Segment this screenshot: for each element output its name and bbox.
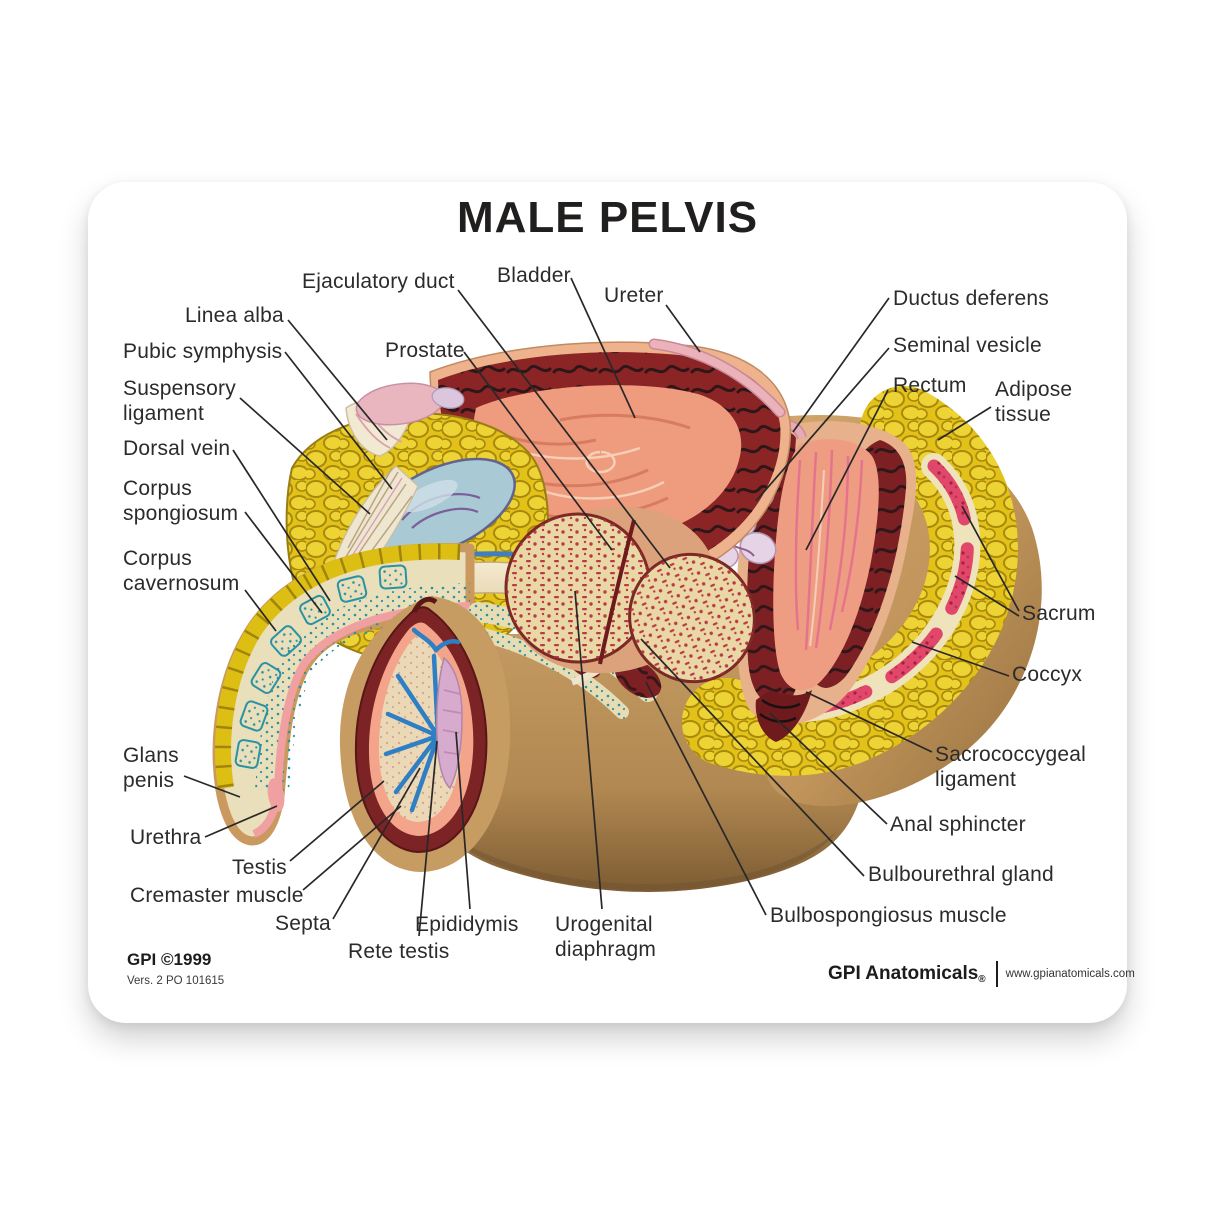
label-sacrum: Sacrum <box>1022 602 1096 625</box>
label-adipose-tissue: Adipose tissue <box>995 378 1073 426</box>
label-cremaster-muscle: Cremaster muscle <box>130 884 304 907</box>
leader-lines <box>183 277 1020 937</box>
model-rectum <box>736 421 917 742</box>
label-pubic-symphysis: Pubic symphysis <box>123 340 283 363</box>
model-testis <box>354 596 488 854</box>
label-rete-testis: Rete testis <box>348 940 450 963</box>
leader-ejaculatory-duct <box>457 289 671 569</box>
leader-suspensory-ligament <box>239 397 371 515</box>
label-ejaculatory-duct: Ejaculatory duct <box>302 270 455 293</box>
label-bladder: Bladder <box>497 264 571 287</box>
label-urethra: Urethra <box>130 826 202 849</box>
leader-coccyx <box>911 641 1010 677</box>
leader-septa <box>332 767 421 920</box>
leader-glans-penis <box>183 775 241 798</box>
leader-rete-testis <box>418 740 438 937</box>
registered-mark: ® <box>978 974 986 985</box>
label-bulbospongiosus-muscle: Bulbospongiosus muscle <box>770 904 1007 927</box>
penis-yellow-band <box>215 543 461 790</box>
corpus-cavernosum-blocks <box>234 564 408 769</box>
leader-pubic-symphysis <box>284 351 393 490</box>
label-testis: Testis <box>232 856 287 879</box>
copyright-text: GPI ©1999 <box>127 950 212 969</box>
label-epididymis: Epididymis <box>415 913 519 936</box>
leader-cremaster-muscle <box>302 805 402 891</box>
corpus-spongiosum-band <box>255 583 471 792</box>
leader-epididymis <box>455 731 471 910</box>
label-ductus-deferens: Ductus deferens <box>893 287 1049 310</box>
rectum-striations <box>794 449 864 651</box>
epididymis-body <box>436 656 463 790</box>
page-title: MALE PELVIS <box>456 193 759 242</box>
leader-rectum <box>805 389 889 551</box>
leader-ureter <box>665 304 701 353</box>
publisher-website: www.gpianatomicals.com <box>1005 968 1135 980</box>
testis-septa-vessels <box>383 627 461 813</box>
leader-linea-alba <box>287 319 388 441</box>
leader-seminal-vesicle <box>755 347 890 502</box>
leader-dorsal-vein <box>232 449 331 602</box>
leader-sacrum-2 <box>954 575 1020 617</box>
publisher-name: GPI Anatomicals® <box>828 963 986 985</box>
label-urogenital-diaphragm: Urogenital diaphragm <box>555 913 657 961</box>
label-dorsal-vein: Dorsal vein <box>123 437 231 460</box>
leader-ductus-deferens <box>792 297 890 433</box>
label-septa: Septa <box>275 912 331 935</box>
leader-bladder <box>570 277 636 419</box>
model-prostate <box>504 506 756 684</box>
label-prostate: Prostate <box>385 339 465 362</box>
label-bulbourethral-gland: Bulbourethral gland <box>868 863 1054 886</box>
label-linea-alba: Linea alba <box>185 304 284 327</box>
leader-bulbourethral-gland <box>640 638 865 877</box>
version-text: Vers. 2 PO 101615 <box>127 975 225 987</box>
leader-corpus-cavernosum <box>244 589 277 632</box>
label-anal-sphincter: Anal sphincter <box>890 813 1026 836</box>
leader-urethra <box>204 805 278 838</box>
leader-anal-sphincter <box>769 712 888 825</box>
label-glans-penis: Glans penis <box>123 744 179 792</box>
anal-canal <box>755 690 812 742</box>
leader-urogenital-diaphragm <box>574 590 603 910</box>
leader-testis <box>289 780 385 862</box>
model-linea-alba <box>345 382 465 457</box>
leader-bulbospongiosus-muscle <box>645 681 767 916</box>
label-coccyx: Coccyx <box>1012 663 1083 686</box>
leader-sacrum-1 <box>961 505 1020 612</box>
label-rectum: Rectum <box>893 374 967 397</box>
leader-prostate <box>463 351 613 551</box>
leader-adipose-tissue <box>937 406 992 441</box>
label-sacrococcygeal-ligament: Sacrococcygeal ligament <box>935 743 1087 791</box>
publisher-line: GPI Anatomicals® www.gpianatomicals.com <box>828 961 1135 987</box>
model-ureter <box>648 338 786 418</box>
label-corpus-spongiosum: Corpus spongiosum <box>123 477 239 525</box>
label-corpus-cavernosum: Corpus cavernosum <box>123 547 240 595</box>
label-seminal-vesicle: Seminal vesicle <box>893 334 1042 357</box>
leader-sacrococcygeal-ligament <box>805 691 933 753</box>
footer-divider <box>995 961 998 987</box>
label-suspensory-ligament: Suspensory ligament <box>123 377 236 425</box>
leader-corpus-spongiosum <box>244 511 323 614</box>
label-ureter: Ureter <box>604 284 664 307</box>
model-penis <box>212 543 475 846</box>
